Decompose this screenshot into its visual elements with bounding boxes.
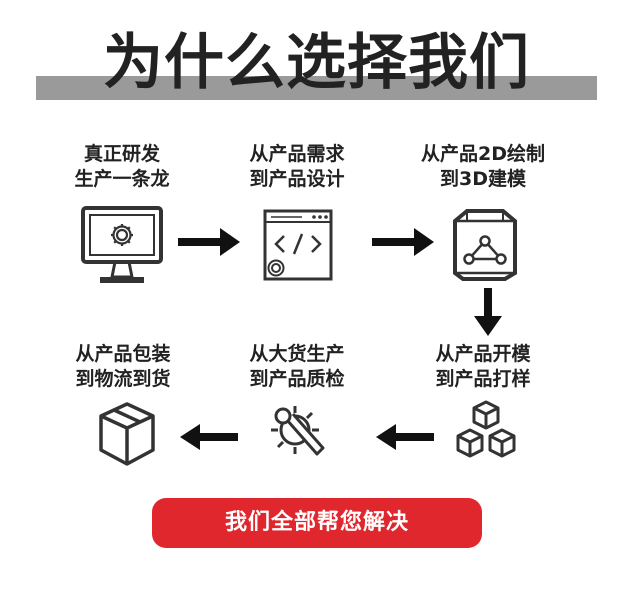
step-packaging-logistics: 从产品包装 到物流到货 xyxy=(38,342,208,392)
arrow-down-icon xyxy=(474,288,502,336)
solve-all-button[interactable]: 我们全部帮您解决 xyxy=(152,498,482,548)
step-label-line1: 从产品包装 xyxy=(75,343,171,365)
monitor-gear-icon xyxy=(81,206,163,283)
step-mold-sampling: 从产品开模 到产品打样 xyxy=(398,342,568,392)
step-label-line2: 生产一条龙 xyxy=(74,168,170,190)
step-label-line2: 到产品打样 xyxy=(435,368,531,390)
package-box-icon xyxy=(99,402,155,466)
step-label-line1: 从产品开模 xyxy=(435,343,531,365)
title-underline-bar xyxy=(36,76,597,100)
wrench-gear-icon xyxy=(271,406,325,456)
cubes-stack-icon xyxy=(456,400,516,458)
step-label-line1: 从大货生产 xyxy=(249,343,345,365)
arrow-right-icon xyxy=(178,228,240,256)
step-requirement-design: 从产品需求 到产品设计 xyxy=(212,142,382,192)
step-2d-3d-modeling: 从产品2D绘制 到3D建模 xyxy=(398,142,568,192)
step-production-qc: 从大货生产 到产品质检 xyxy=(212,342,382,392)
step-rd-production: 真正研发 生产一条龙 xyxy=(37,142,207,192)
3d-model-icon xyxy=(453,209,517,281)
step-label-line2: 到产品设计 xyxy=(249,168,345,190)
step-label-line2: 到产品质检 xyxy=(249,368,345,390)
step-label-line1: 真正研发 xyxy=(83,143,160,165)
code-window-icon xyxy=(263,209,333,281)
step-label-line2: 到物流到货 xyxy=(75,368,171,390)
arrow-left-icon xyxy=(180,424,238,450)
step-label-line1: 从产品2D绘制 xyxy=(421,143,545,165)
step-label-line1: 从产品需求 xyxy=(249,143,345,165)
page-title: 为什么选择我们 xyxy=(103,28,530,98)
title-section: 为什么选择我们 xyxy=(0,0,633,110)
step-label-line2: 到3D建模 xyxy=(440,168,526,190)
arrow-left-icon xyxy=(376,424,434,450)
arrow-right-icon xyxy=(372,228,434,256)
